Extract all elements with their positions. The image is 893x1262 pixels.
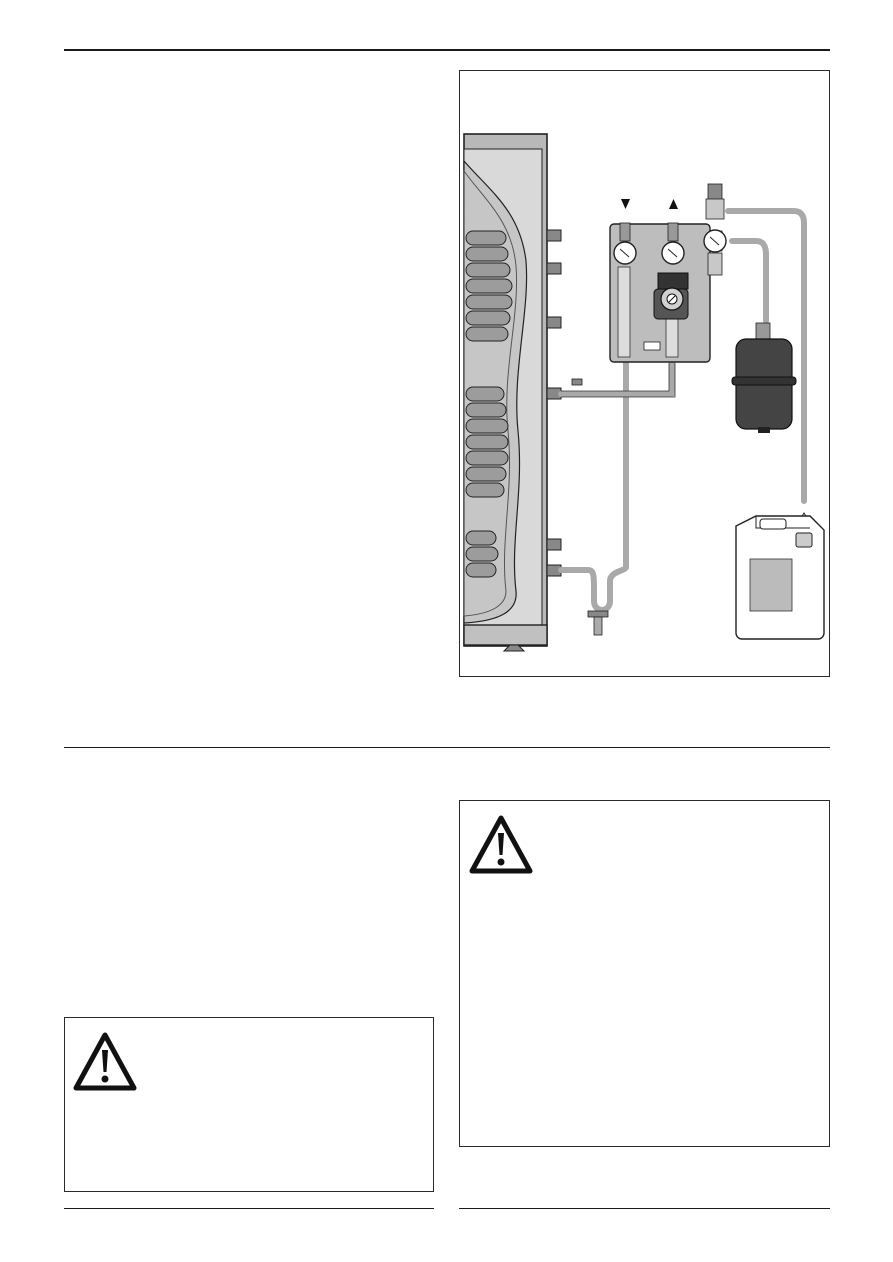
air-vent bbox=[571, 378, 583, 386]
footer-rule-right bbox=[459, 1208, 830, 1209]
collection-canister bbox=[735, 515, 825, 640]
expansion-vessel bbox=[731, 322, 797, 433]
header-rule bbox=[64, 49, 830, 51]
tank-connections bbox=[546, 229, 562, 577]
pipe-outlines bbox=[561, 363, 676, 398]
figure-frame bbox=[459, 70, 830, 677]
warning-box-left bbox=[64, 1017, 434, 1192]
footer-rule-left bbox=[64, 1208, 434, 1209]
solar-station-illustration bbox=[463, 133, 825, 652]
pump-station bbox=[609, 222, 711, 363]
drain-valve bbox=[587, 610, 609, 636]
flow-arrow-up bbox=[669, 199, 678, 209]
storage-tank bbox=[463, 133, 548, 652]
warning-box-right bbox=[459, 800, 830, 1147]
warning-triangle-icon bbox=[469, 815, 533, 875]
flow-arrow-down bbox=[621, 199, 630, 209]
section-rule bbox=[64, 747, 830, 748]
safety-group bbox=[703, 183, 727, 276]
warning-triangle-icon bbox=[73, 1032, 137, 1092]
heating-coil-lower bbox=[465, 386, 509, 578]
heating-coil-upper bbox=[465, 230, 513, 342]
